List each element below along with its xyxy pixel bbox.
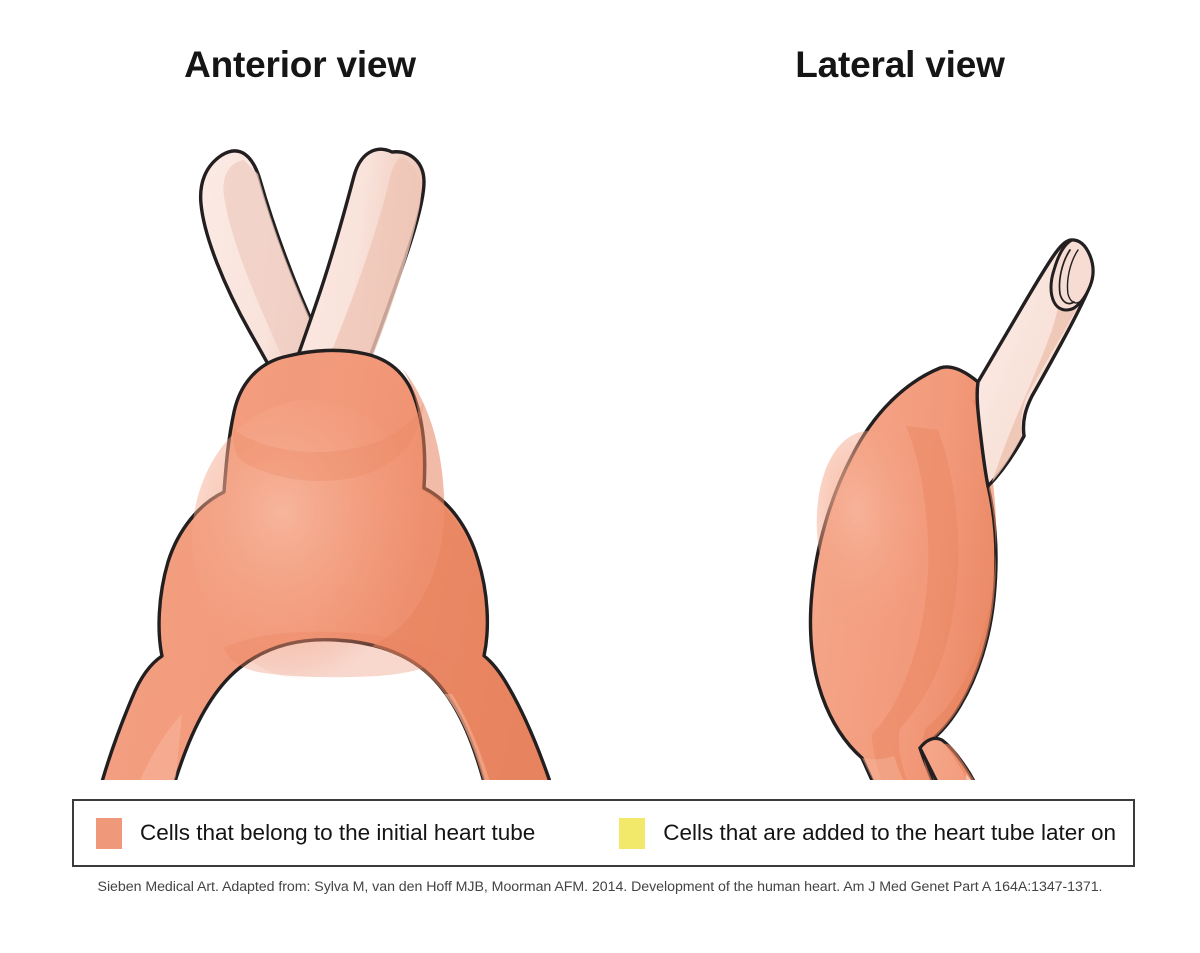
lateral-view-drawing [808,238,1095,780]
legend-swatch-later [619,817,646,849]
anterior-left-limb-highlight [140,714,182,780]
legend-label-later: Cells that are added to the heart tube l… [663,819,1117,845]
page-title-anterior: Anterior view [184,43,416,85]
legend: Cells that belong to the initial heart t… [72,799,1135,867]
lateral-outflow-cut-lumen-2 [1066,249,1083,304]
anterior-body-highlight [192,400,428,680]
title-cell-anterior: Anterior view [0,34,600,94]
legend-item-later: Cells that are added to the heart tube l… [619,801,1116,865]
legend-swatch-initial [96,817,122,849]
title-cell-lateral: Lateral view [600,34,1200,94]
anterior-right-limb-highlight [444,694,490,780]
anterior-limb-inner-shade [224,631,448,678]
legend-item-initial: Cells that belong to the initial heart t… [96,801,535,865]
view-titles: Anterior view Lateral view [0,34,1200,94]
credit-line: Sieben Medical Art. Adapted from: Sylva … [97,879,1103,895]
anterior-body-right-shade [372,368,547,780]
lateral-lower-neck-shade [862,756,903,780]
lateral-body-highlight [816,430,944,650]
legend-label-initial: Cells that belong to the initial heart t… [140,819,536,845]
page-title-lateral: Lateral view [795,43,1005,85]
lateral-inflow-shade [944,743,975,780]
anterior-view-drawing [100,147,552,780]
lateral-body-mid-shade [872,426,959,780]
anterior-right-outflow-shade [310,157,421,402]
lateral-inflow-upper-wedge [966,774,971,780]
illustration-area [0,100,1200,780]
anterior-body-crease-upper [233,402,424,482]
lateral-outflow-cut-lumen-1 [1058,249,1075,305]
heart-tube-illustration-svg [100,147,1095,780]
lateral-outflow-cut-end [1049,238,1095,312]
